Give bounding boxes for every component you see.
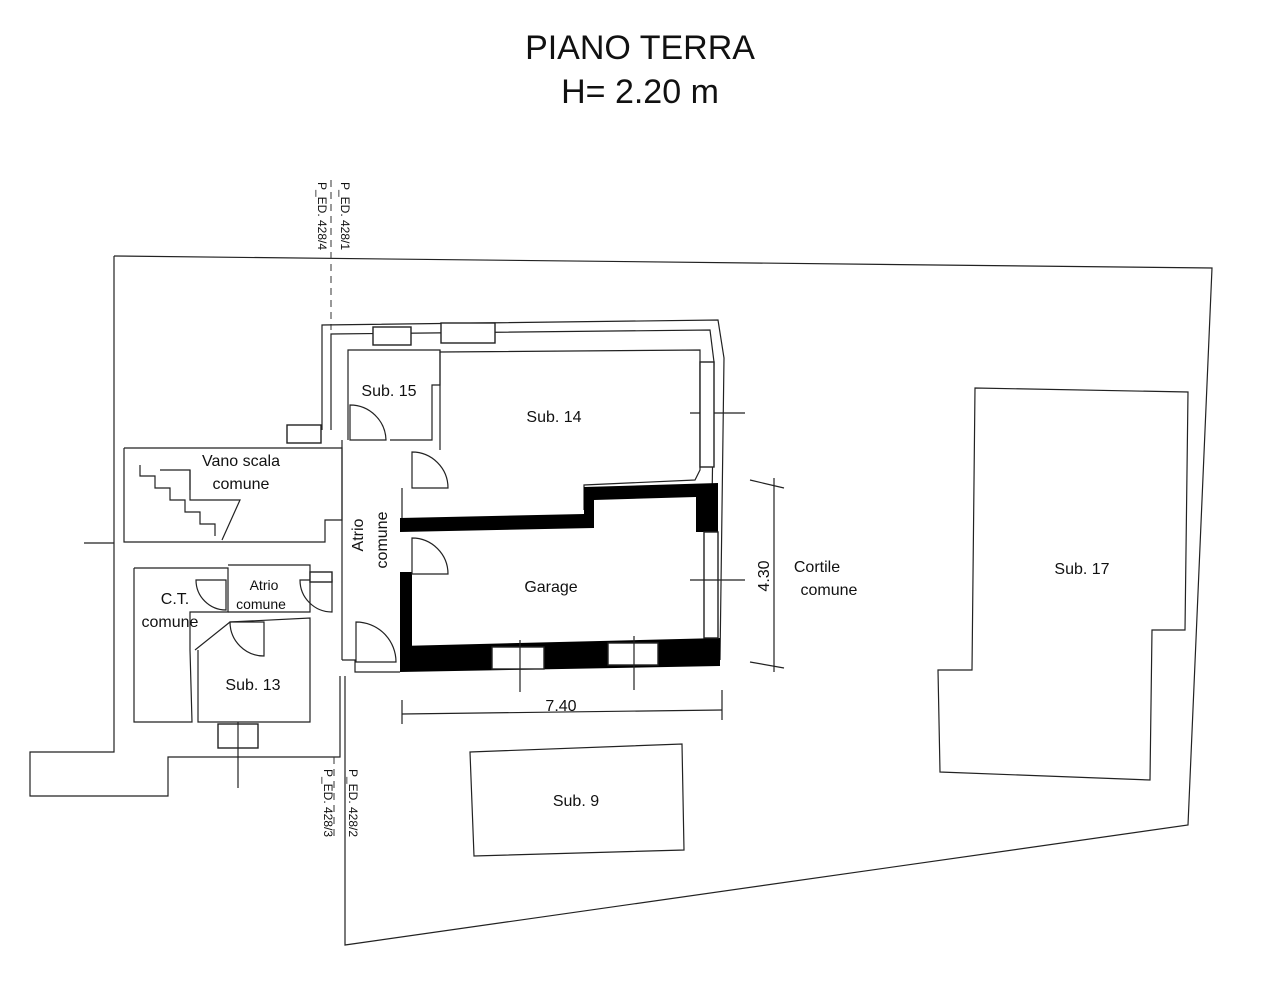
parcel-label-bottom-left: P_ED. 428/3: [321, 769, 335, 837]
sub13-door-swing: [229, 621, 265, 657]
window-vano-scala: [286, 424, 322, 444]
label-sub13: Sub. 13: [225, 677, 280, 694]
garage-window-south-1: [491, 646, 545, 670]
dimension-height-tick-top: [749, 479, 785, 489]
dimension-height-tick-bottom: [749, 661, 785, 669]
label-sub17: Sub. 17: [1054, 561, 1109, 578]
garage-wall-north[interactable]: [400, 483, 718, 532]
building-outer-wall: [321, 319, 725, 661]
property-boundary: [29, 256, 341, 797]
window-top-1: [372, 326, 412, 346]
sub17-outline[interactable]: [937, 387, 1189, 781]
property-boundary-outer: [113, 255, 1213, 946]
garage-wall-west[interactable]: [400, 572, 412, 648]
label-atrio-small-2: comune: [236, 596, 286, 612]
window-east-upper: [699, 361, 715, 468]
dimension-width-line: [401, 709, 723, 715]
label-ct-1: C.T.: [161, 591, 189, 608]
label-vano-scala-1: Vano scala: [202, 453, 280, 470]
label-ct-2: comune: [142, 614, 199, 631]
label-cortile-1: Cortile: [794, 559, 840, 576]
stair-steps: [139, 465, 216, 536]
garage-window-south-2: [607, 642, 659, 666]
vano-scala-walls: [123, 447, 343, 543]
label-atrio-vertical-1: Atrio: [350, 518, 367, 551]
plan-title: PIANO TERRA: [525, 29, 755, 67]
atrio-small-step: [309, 571, 333, 583]
ct-walls: [133, 567, 229, 723]
sub13-walls: [194, 617, 311, 723]
label-atrio-small-1: Atrio: [250, 577, 279, 593]
sub15-door-swing: [349, 404, 387, 441]
garage-wall-south[interactable]: [400, 638, 720, 672]
dimension-width-label: 7.40: [545, 698, 576, 715]
window-top-2: [440, 322, 496, 344]
parcel-label-top-right: P_ED. 428/1: [338, 182, 352, 250]
label-sub9: Sub. 9: [553, 793, 599, 810]
ct-door-swing: [195, 579, 227, 611]
sub14-door-swing: [411, 451, 449, 489]
label-sub15: Sub. 15: [361, 383, 416, 400]
parcel-label-top-left: P_ED. 428/4: [315, 182, 329, 250]
stair-flight: [160, 469, 241, 541]
garage-window-east: [703, 531, 719, 639]
dimension-height-label: 4.30: [756, 560, 773, 591]
sub9-outline[interactable]: [469, 743, 685, 857]
label-atrio-vertical-2: comune: [374, 511, 391, 568]
garage-door-swing: [411, 537, 449, 575]
parcel-label-bottom-right: P_ED. 428/2: [346, 769, 360, 837]
label-vano-scala-2: comune: [213, 476, 270, 493]
atrio-small-door-swing: [299, 579, 333, 613]
atrio-entrance-door: [355, 621, 397, 663]
plan-height: H= 2.20 m: [561, 73, 719, 111]
label-sub14: Sub. 14: [526, 409, 581, 426]
atrio-south-wall: [342, 659, 400, 673]
label-garage: Garage: [524, 579, 577, 596]
label-cortile-2: comune: [801, 582, 858, 599]
atrio-small-walls: [228, 564, 311, 613]
